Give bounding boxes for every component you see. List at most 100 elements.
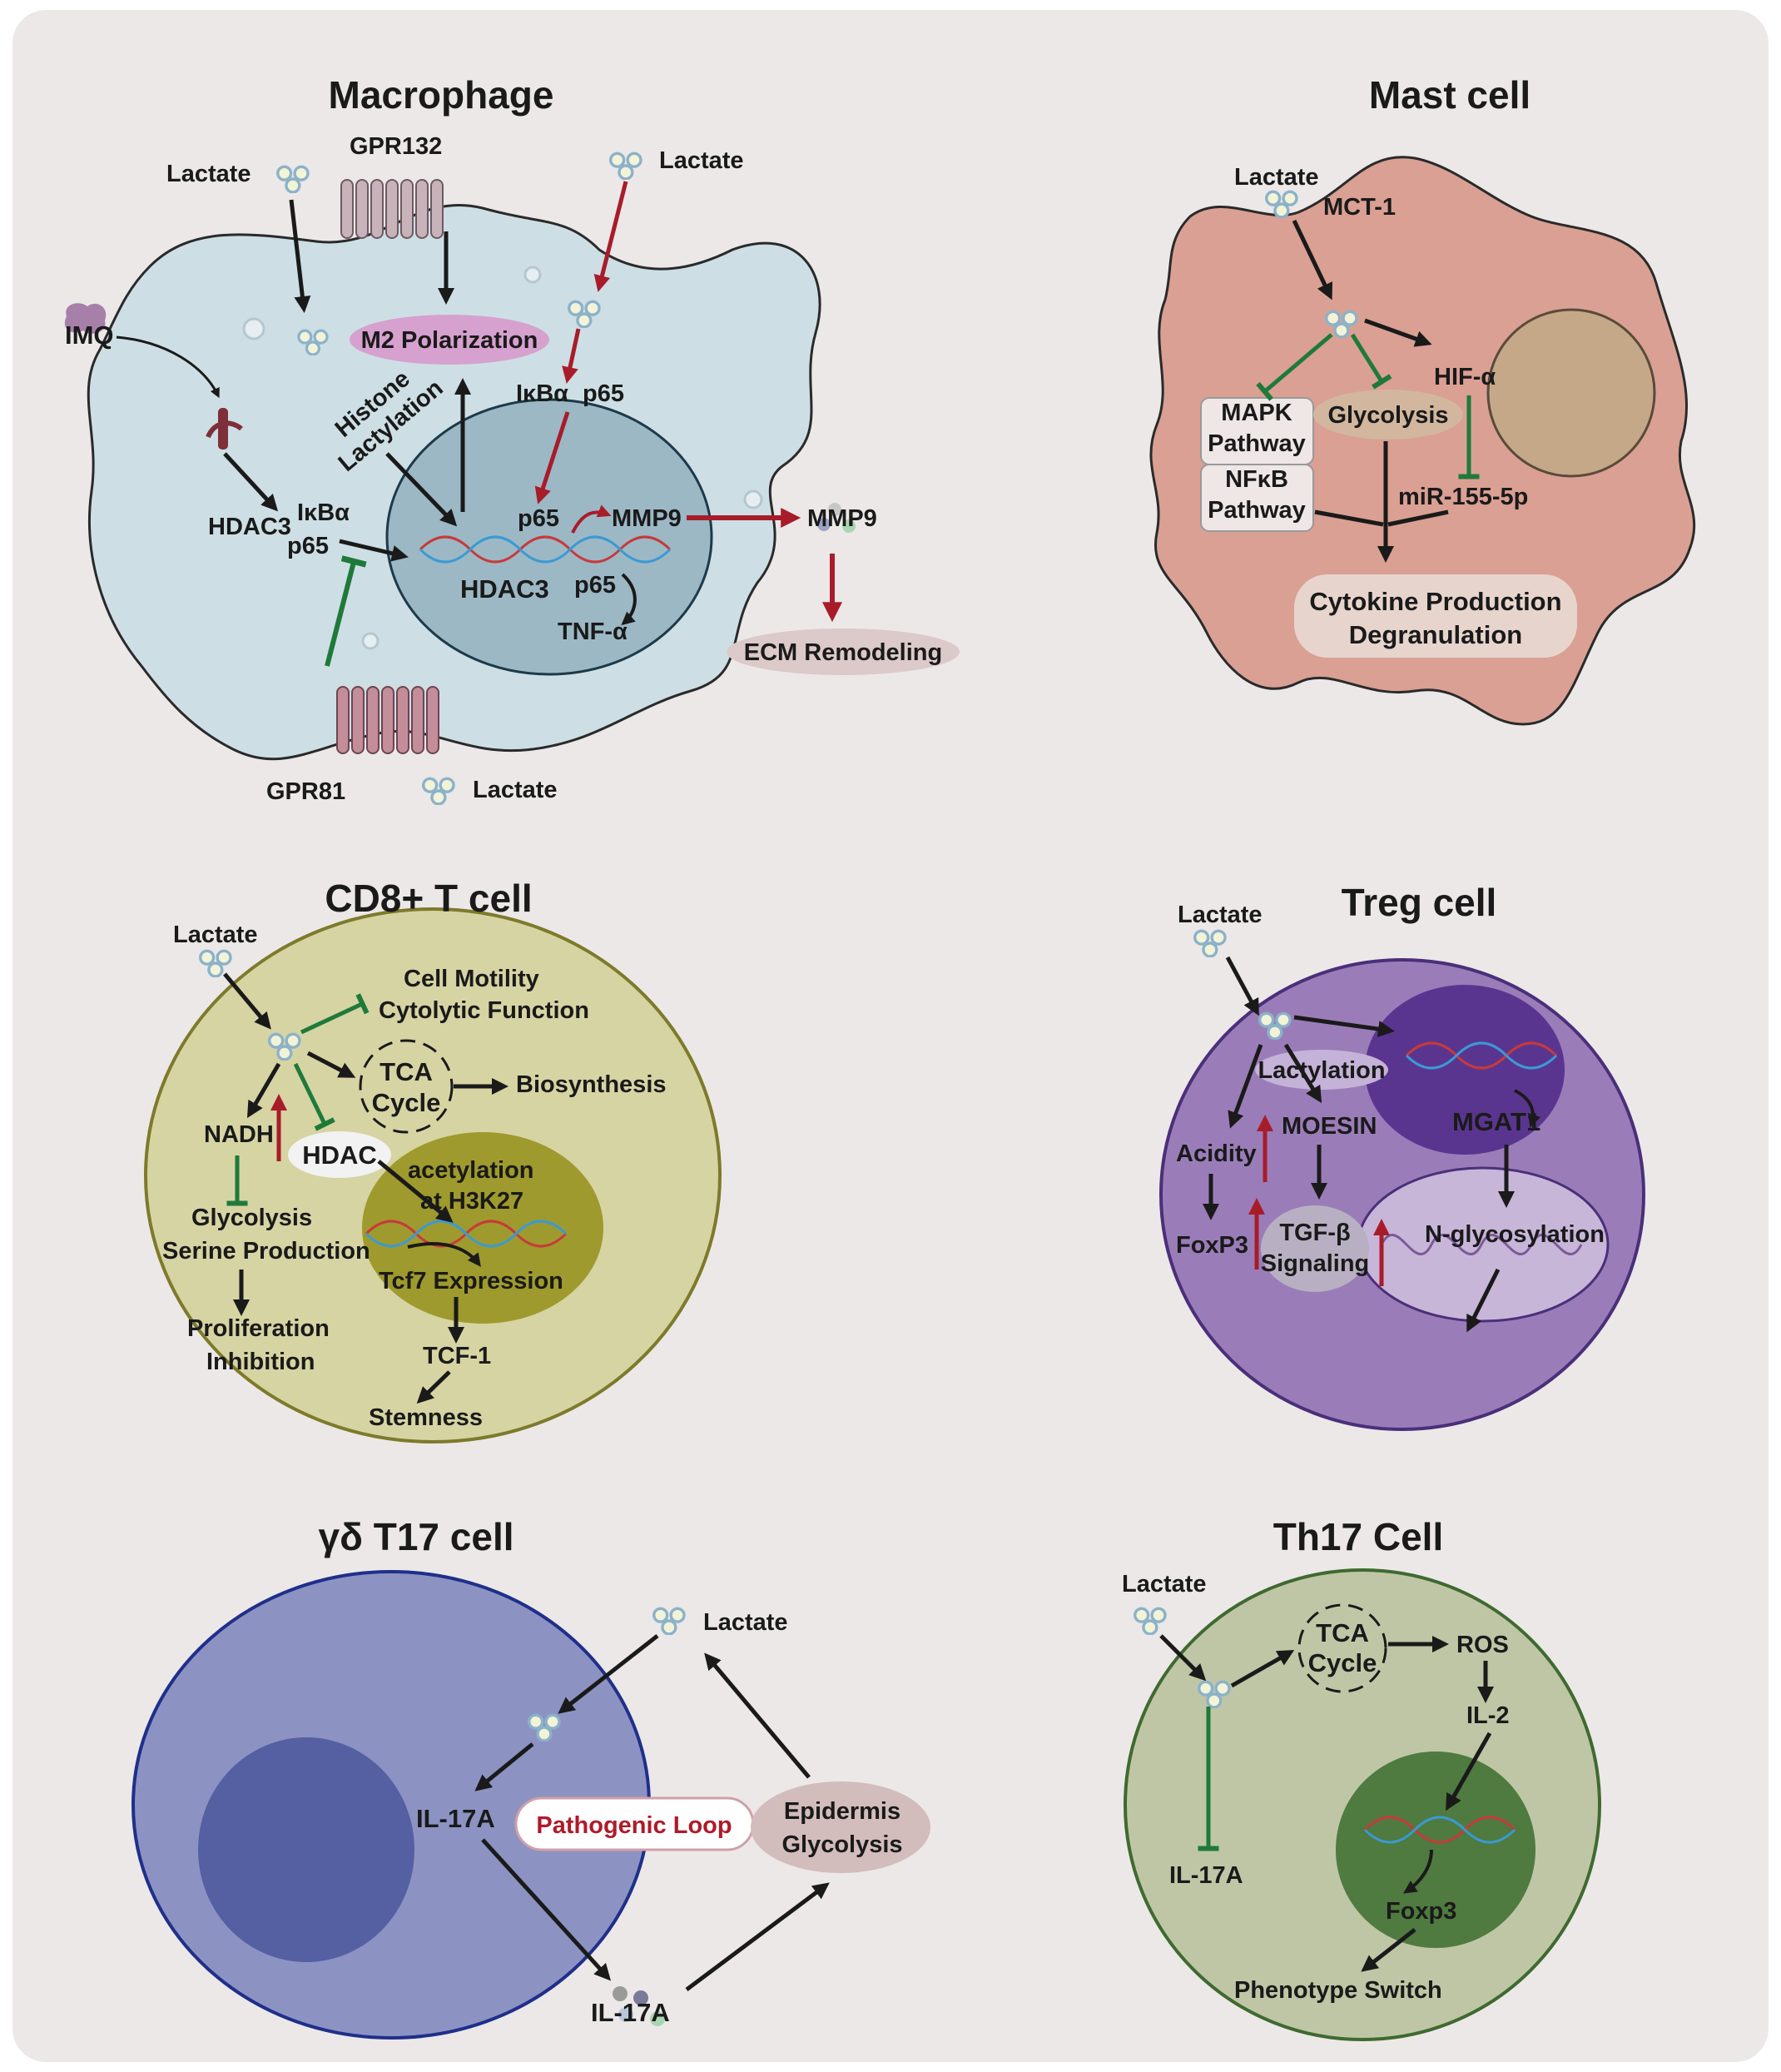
vesicle: [361, 632, 380, 650]
imq-label: IMQ: [65, 320, 114, 350]
gd-nucleus: [198, 1737, 414, 1962]
arrow: [1225, 956, 1259, 1016]
biosynthesis-label: Biosynthesis: [516, 1071, 667, 1098]
cycle-label: Cycle: [1308, 1648, 1377, 1677]
tca-label: TCA: [380, 1057, 433, 1086]
mct1-label: MCT-1: [1323, 194, 1396, 221]
nfkb-pathway-box: [1200, 464, 1314, 532]
hdac3-nuclear-label: HDAC3: [460, 574, 549, 604]
ikba-label: IκBα: [516, 380, 568, 407]
glycolysis-label: Glycolysis: [191, 1205, 312, 1231]
ros-label: ROS: [1456, 1632, 1509, 1658]
proliferation-label: Proliferation: [187, 1315, 330, 1342]
dna-strand: [1363, 1816, 1516, 1844]
arrow: [474, 1742, 534, 1791]
treg-cell-panel: Treg cell Lactate Lactylation MOESIN MGA…: [1159, 881, 1645, 1431]
lactate-label: Lactate: [166, 161, 251, 187]
dna-strand: [1363, 1816, 1516, 1844]
mast-nucleus: [1486, 308, 1656, 478]
arrow: [289, 199, 311, 313]
tcf1-label: TCF-1: [423, 1343, 491, 1369]
red-arrow: [534, 411, 570, 504]
hdac-badge: [288, 1131, 391, 1178]
ecm-remodeling-badge: [727, 629, 960, 675]
lactate-label: Lactate: [1178, 902, 1263, 928]
serine-production-label: Serine Production: [162, 1238, 370, 1265]
p65-label: p65: [583, 380, 624, 407]
arrow: [1514, 1089, 1541, 1128]
inhibit-line: [1350, 333, 1392, 390]
hdac3-label: HDAC3: [208, 514, 291, 540]
il17a-label: IL-17A: [1169, 1862, 1243, 1889]
mgat1-label: MGAT1: [1452, 1107, 1540, 1136]
imq-icon: [64, 303, 107, 334]
p65-label: p65: [287, 533, 329, 559]
arrow: [1361, 1928, 1416, 1972]
gpr132-label: GPR132: [350, 133, 442, 160]
dna-strand: [1405, 1041, 1558, 1070]
arrow: [481, 1838, 612, 1981]
lactate-label: Lactate: [1122, 1571, 1207, 1597]
tca-cycle-icon: [359, 1039, 454, 1134]
red-arrow: [593, 181, 628, 292]
th17-title: Th17 Cell: [1273, 1515, 1444, 1558]
ikba-label: IκBα: [297, 499, 350, 526]
gd-title: γδ T17 cell: [318, 1515, 513, 1558]
pathway-label: Pathway: [1208, 430, 1306, 457]
arrow: [385, 452, 458, 527]
mast-cell-panel: Mast cell Lactate MCT-1 HIF-α MAPK Pathw…: [1149, 73, 1696, 726]
th17-cell-panel: Th17 Cell Lactate TCA Cycle ROS IL-2 IL-…: [1122, 1515, 1601, 2041]
vesicle: [743, 489, 763, 509]
arrow: [1230, 1650, 1295, 1688]
p65-nuclear-label: p65: [574, 572, 616, 599]
lactate-label: Lactate: [1234, 164, 1319, 191]
gpr132-receptor-icon: [340, 179, 444, 239]
arrow: [1466, 1268, 1501, 1333]
cd8-title: CD8+ T cell: [325, 877, 532, 920]
arrow: [416, 1370, 451, 1404]
mmp9-gene-label: MMP9: [612, 505, 682, 532]
arrow: [339, 539, 409, 562]
arrow: [1314, 509, 1384, 527]
arrow: [377, 1160, 454, 1223]
gpr81-receptor-icon: [336, 686, 439, 754]
inhibit-line: [300, 993, 370, 1035]
arrow: [685, 1882, 830, 1992]
dna-strand: [1405, 1041, 1558, 1070]
th17-nucleus: [1336, 1752, 1535, 1948]
tgf-beta-label: TGF-β: [1279, 1220, 1350, 1246]
arrow: [1283, 1043, 1322, 1104]
cycle-label: Cycle: [372, 1088, 441, 1117]
foxp3-label: FoxP3: [1176, 1232, 1248, 1259]
foxp3-label: Foxp3: [1386, 1898, 1456, 1925]
arrow: [1403, 1849, 1433, 1894]
il2-label: IL-2: [1466, 1702, 1510, 1729]
inhibition-label: Inhibition: [206, 1349, 315, 1375]
cytokine-production-label: Cytokine Production: [1309, 587, 1561, 616]
phenotype-switch-label: Phenotype Switch: [1234, 1977, 1442, 2004]
treg-nucleus: [1365, 985, 1565, 1155]
nadh-label: NADH: [204, 1121, 274, 1148]
arrow: [1292, 219, 1332, 301]
il17a-secreted-icon: [613, 1986, 665, 2026]
mir-155-label: miR-155-5p: [1398, 484, 1528, 510]
lactate-label: Lactate: [703, 1609, 788, 1636]
dna-strand: [365, 1220, 568, 1248]
mmp9-secreted-icon: [817, 503, 856, 533]
arrow: [1364, 318, 1432, 347]
glycolysis-badge: [1313, 390, 1463, 440]
macrophage-title: Macrophage: [329, 73, 554, 117]
degranulation-label: Degranulation: [1349, 620, 1522, 649]
lactate-label: Lactate: [659, 147, 744, 174]
red-arrow: [562, 328, 581, 384]
glycolysis-label: Glycolysis: [781, 1831, 902, 1858]
signaling-label: Signaling: [1261, 1250, 1370, 1277]
inhibit-line: [293, 1062, 335, 1131]
moesin-label: MOESIN: [1282, 1113, 1377, 1140]
lactate-label: Lactate: [473, 777, 558, 803]
arrow: [558, 1634, 659, 1714]
gpr81-label: GPR81: [266, 778, 345, 805]
mast-cell-title: Mast cell: [1369, 73, 1530, 117]
il17a-label: IL-17A: [416, 1804, 495, 1833]
